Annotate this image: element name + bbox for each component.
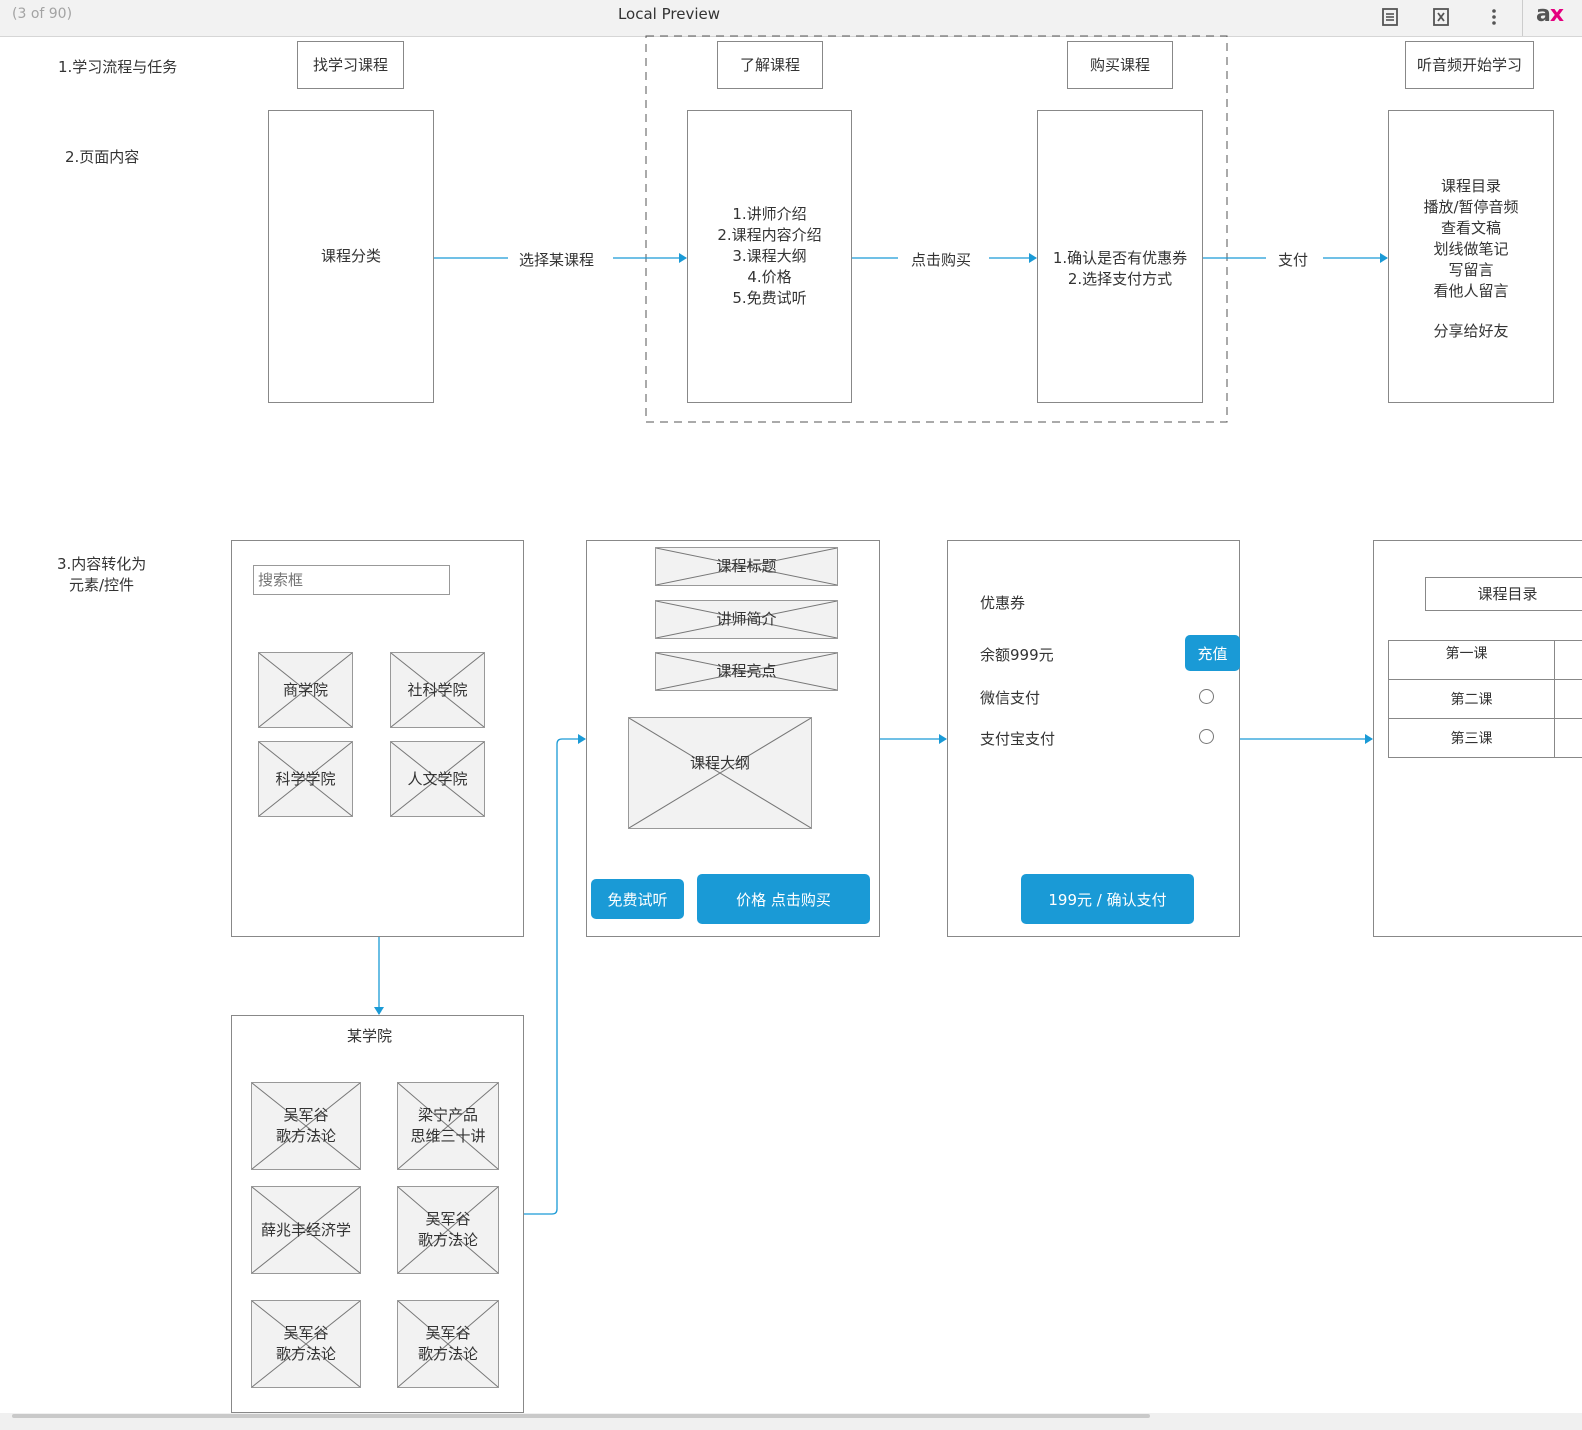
purchase-line: 1.确认是否有优惠券	[1052, 249, 1188, 267]
college-card-label: 人文学院	[407, 769, 468, 788]
course-card[interactable]: 吴军谷歌方法论	[397, 1300, 499, 1388]
stage-find-course: 找学习课程	[297, 41, 404, 89]
course-card[interactable]: 薛兆丰经济学	[251, 1186, 361, 1274]
course-card-line: 吴军谷	[425, 1324, 471, 1342]
course-highlights-label: 课程亮点	[716, 662, 777, 680]
purchase-line: 2.选择支付方式	[1067, 270, 1173, 288]
content-box-learning: 课程目录 播放/暂停音频 查看文稿 划线做笔记 写留言 看他人留言 分享给好友	[1388, 110, 1554, 403]
college-card-label: 社科学院	[407, 680, 468, 699]
lesson-row-extra	[1554, 679, 1582, 719]
lecturer-intro-placeholder: 讲师简介	[655, 600, 838, 639]
stage-start-listening: 听音频开始学习	[1405, 41, 1534, 89]
content-box-category: 课程分类	[268, 110, 434, 403]
stage-buy-course: 购买课程	[1067, 41, 1173, 89]
lesson-row[interactable]: 第三课	[1388, 718, 1555, 758]
screen-course-category	[231, 540, 524, 937]
free-trial-button[interactable]: 免费试听	[591, 879, 684, 919]
content-box-course-detail: 1.讲师介绍 2.课程内容介绍 3.课程大纲 4.价格 5.免费试听	[687, 110, 852, 403]
course-card[interactable]: 吴军谷歌方法论	[397, 1186, 499, 1274]
arrow-label-select-course: 选择某课程	[519, 251, 595, 269]
section-label-flow: 1.学习流程与任务	[58, 58, 178, 76]
recharge-button[interactable]: 充值	[1185, 635, 1240, 671]
learning-line: 看他人留言	[1433, 282, 1509, 300]
course-card-line: 歌方法论	[417, 1231, 478, 1249]
learning-line: 分享给好友	[1433, 322, 1509, 340]
lesson-label: 第三课	[1450, 731, 1493, 747]
detail-line: 1.讲师介绍	[732, 205, 807, 223]
lesson-row-extra	[1554, 718, 1582, 758]
arrow-label-click-buy: 点击购买	[911, 251, 972, 269]
course-card-line: 思维三十讲	[410, 1127, 486, 1145]
wechat-pay-label: 微信支付	[980, 689, 1041, 707]
course-outline-placeholder: 课程大纲	[628, 717, 812, 829]
course-card-line: 歌方法论	[275, 1345, 336, 1363]
detail-line: 2.课程内容介绍	[717, 226, 822, 244]
lecturer-intro-label: 讲师简介	[716, 610, 777, 628]
course-card[interactable]: 吴军谷歌方法论	[251, 1300, 361, 1388]
course-title-label: 课程标题	[716, 557, 777, 575]
more-vertical-icon[interactable]	[1480, 3, 1508, 31]
course-outline-label: 课程大纲	[689, 753, 750, 772]
learning-line: 播放/暂停音频	[1423, 198, 1519, 216]
course-card-line: 薛兆丰经济学	[260, 1220, 351, 1239]
learning-line: 写留言	[1448, 261, 1494, 279]
learning-line: 查看文稿	[1440, 219, 1501, 237]
college-title: 某学院	[347, 1027, 393, 1045]
college-card-humanities[interactable]: 人文学院	[390, 741, 485, 817]
course-title-placeholder: 课程标题	[655, 547, 838, 586]
scrollbar-thumb[interactable]	[12, 1414, 1150, 1418]
college-card-social-science[interactable]: 社科学院	[390, 652, 485, 728]
toolbar-divider	[1522, 0, 1523, 36]
section-label-elements-1: 3.内容转化为	[57, 555, 147, 573]
catalog-header: 课程目录	[1425, 577, 1582, 611]
confirm-payment-button[interactable]: 199元 / 确认支付	[1021, 874, 1194, 924]
alipay-label: 支付宝支付	[980, 730, 1056, 748]
detail-line: 4.价格	[747, 268, 792, 286]
lesson-row[interactable]: 第二课	[1388, 679, 1555, 719]
lesson-label: 第一课	[1445, 646, 1488, 662]
college-card-label: 科学学院	[275, 769, 336, 788]
preview-title: Local Preview	[617, 5, 721, 23]
brand-logo: ax	[1536, 2, 1564, 27]
lesson-row-extra	[1554, 640, 1582, 680]
coupon-label[interactable]: 优惠券	[980, 594, 1026, 612]
purchase-group-outline	[645, 35, 1228, 423]
stage-learn-course: 了解课程	[717, 41, 823, 89]
content-box-category-text: 课程分类	[320, 247, 381, 265]
section-label-page-content: 2.页面内容	[65, 148, 140, 166]
course-card[interactable]: 吴军谷歌方法论	[251, 1082, 361, 1170]
screen-payment	[947, 540, 1240, 937]
course-card-line: 歌方法论	[417, 1345, 478, 1363]
close-preview-icon[interactable]	[1427, 3, 1455, 31]
course-card-line: 吴军谷	[425, 1210, 471, 1228]
course-card-line: 吴军谷	[283, 1106, 329, 1124]
course-card-line: 吴军谷	[283, 1324, 329, 1342]
detail-line: 3.课程大纲	[732, 247, 807, 265]
arrow-label-pay: 支付	[1278, 251, 1309, 269]
college-card-business[interactable]: 商学院	[258, 652, 353, 728]
course-card-line: 歌方法论	[275, 1127, 336, 1145]
course-card-line: 梁宁产品	[417, 1106, 478, 1124]
wechat-pay-radio[interactable]	[1199, 689, 1214, 704]
course-card[interactable]: 梁宁产品思维三十讲	[397, 1082, 499, 1170]
content-box-purchase: 1.确认是否有优惠券 2.选择支付方式	[1037, 110, 1203, 403]
lesson-label: 第二课	[1450, 692, 1493, 708]
buy-button[interactable]: 价格 点击购买	[697, 874, 870, 924]
balance-label: 余额999元	[980, 646, 1054, 664]
page-list-icon[interactable]	[1376, 3, 1404, 31]
learning-line: 划线做笔记	[1433, 240, 1509, 258]
college-card-label: 商学院	[282, 680, 328, 699]
search-input[interactable]	[253, 565, 450, 595]
page-count: (3 of 90)	[12, 6, 73, 22]
learning-line: 课程目录	[1440, 177, 1501, 195]
detail-line: 5.免费试听	[732, 289, 807, 307]
alipay-radio[interactable]	[1199, 729, 1214, 744]
college-card-science[interactable]: 科学学院	[258, 741, 353, 817]
section-label-elements-2: 元素/控件	[69, 576, 135, 594]
course-highlights-placeholder: 课程亮点	[655, 652, 838, 691]
lesson-row[interactable]: 第一课	[1388, 640, 1555, 680]
